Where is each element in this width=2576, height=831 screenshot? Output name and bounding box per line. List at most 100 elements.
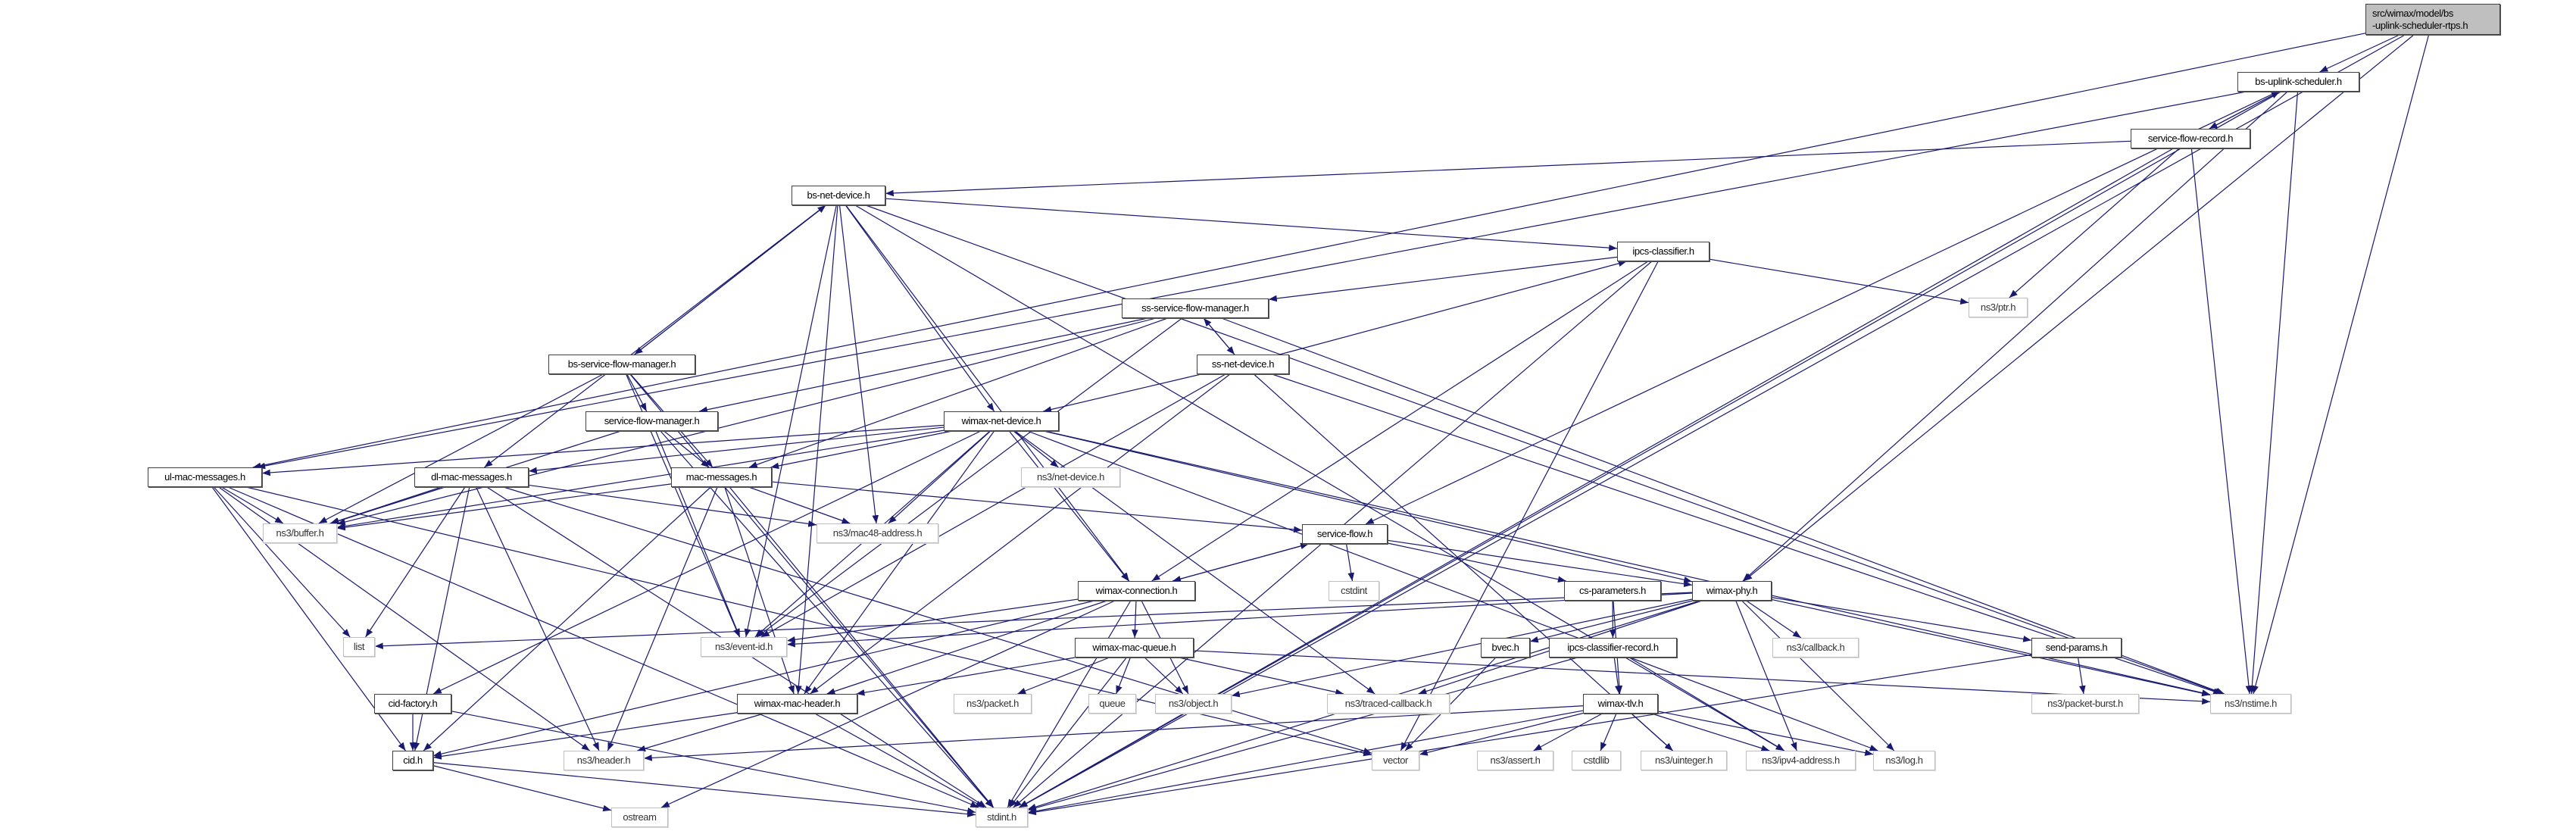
node-ns3-event-id[interactable]: ns3/event-id.h xyxy=(701,637,787,657)
node-ns3-mac48-address[interactable]: ns3/mac48-address.h xyxy=(817,523,938,543)
edge-service-flow-to-cstdint xyxy=(1345,543,1354,582)
edge-wimax-connection-to-wimax-mac-header xyxy=(826,600,1107,695)
edge-cid-factory-to-stdint xyxy=(451,711,976,814)
edge-bs-net-device-to-ns3-mac48-address xyxy=(838,205,879,524)
node-cstdlib[interactable]: cstdlib xyxy=(1572,751,1621,770)
node-bvec[interactable]: bvec.h xyxy=(1481,638,1530,658)
edge-wimax-tlv-to-ns3-header xyxy=(643,705,1584,761)
node-mac-messages[interactable]: mac-messages.h xyxy=(671,467,772,487)
node-ns3-traced-callback[interactable]: ns3/traced-callback.h xyxy=(1327,694,1450,714)
edge-service-flow-to-wimax-phy xyxy=(1387,539,1693,588)
node-wimax-mac-queue[interactable]: wimax-mac-queue.h xyxy=(1075,638,1194,658)
node-ss-service-flow-manager[interactable]: ss-service-flow-manager.h xyxy=(1122,298,1269,318)
edge-ss-service-flow-manager-to-service-flow-manager xyxy=(698,317,1148,414)
edge-mac-messages-to-cid xyxy=(423,486,711,751)
node-queue[interactable]: queue xyxy=(1088,694,1136,714)
edge-bs-net-device-to-ns3-nstime xyxy=(865,205,2224,695)
edge-wimax-phy-to-ns3-object xyxy=(1231,598,1693,698)
node-ns3-packet-burst[interactable]: ns3/packet-burst.h xyxy=(2031,694,2139,714)
edge-wimax-tlv-to-ns3-uinteger xyxy=(1631,713,1673,751)
node-ipcs-classifier[interactable]: ipcs-classifier.h xyxy=(1617,242,1710,261)
node-bs-uplink-scheduler[interactable]: bs-uplink-scheduler.h xyxy=(2237,72,2359,92)
edge-cid-to-stdint xyxy=(432,762,976,817)
edge-wimax-connection-to-stdint xyxy=(1007,600,1132,808)
edge-dl-mac-messages-to-ns3-header xyxy=(476,486,600,751)
edge-wimax-phy-to-send-params xyxy=(1771,597,2032,642)
node-ns3-header[interactable]: ns3/header.h xyxy=(564,751,644,770)
edge-wimax-phy-to-list xyxy=(374,592,1693,650)
edge-bs-service-flow-manager-to-stdint xyxy=(629,373,994,808)
node-ns3-nstime[interactable]: ns3/nstime.h xyxy=(2210,694,2291,714)
node-bs-service-flow-manager[interactable]: bs-service-flow-manager.h xyxy=(548,355,695,374)
node-service-flow[interactable]: service-flow.h xyxy=(1302,524,1388,544)
edge-wimax-mac-queue-to-ns3-traced-callback xyxy=(1179,657,1344,695)
node-list[interactable]: list xyxy=(343,637,375,657)
edge-ul-mac-messages-to-cid xyxy=(211,486,406,751)
edge-ss-net-device-to-wimax-mac-header xyxy=(810,373,1231,695)
node-ipcs-classifier-record[interactable]: ipcs-classifier-record.h xyxy=(1549,638,1677,658)
edge-ss-service-flow-manager-to-ns3-buffer xyxy=(336,317,1157,526)
edge-wimax-tlv-to-ns3-ipv4-address xyxy=(1651,713,1770,751)
edge-bs-service-flow-manager-to-service-flow-manager xyxy=(626,373,648,412)
node-ns3-ipv4-address[interactable]: ns3/ipv4-address.h xyxy=(1746,751,1856,770)
node-ns3-ptr[interactable]: ns3/ptr.h xyxy=(1969,298,2028,317)
edge-wimax-connection-to-wimax-mac-queue xyxy=(1132,600,1138,639)
node-wimax-net-device[interactable]: wimax-net-device.h xyxy=(944,411,1059,431)
node-dl-mac-messages[interactable]: dl-mac-messages.h xyxy=(414,467,529,487)
edge-ul-mac-messages-to-list xyxy=(213,486,351,638)
edge-ul-mac-messages-to-stdint xyxy=(227,486,979,808)
node-wimax-phy[interactable]: wimax-phy.h xyxy=(1692,581,1772,601)
edge-wimax-mac-queue-to-ns3-nstime xyxy=(1193,650,2211,705)
node-stdint[interactable]: stdint.h xyxy=(976,808,1028,827)
node-ns3-assert[interactable]: ns3/assert.h xyxy=(1477,751,1553,770)
edge-wimax-tlv-to-ns3-log xyxy=(1657,711,1874,756)
node-bs-net-device[interactable]: bs-net-device.h xyxy=(792,186,885,205)
node-ns3-packet[interactable]: ns3/packet.h xyxy=(954,694,1032,714)
node-ns3-net-device[interactable]: ns3/net-device.h xyxy=(1021,467,1120,487)
edge-mac-messages-to-ns3-buffer xyxy=(336,483,672,531)
node-send-params[interactable]: send-params.h xyxy=(2031,638,2122,658)
edge-bs-net-device-to-ns3-ipv4-address xyxy=(854,205,1784,751)
edge-wimax-mac-queue-to-ns3-object xyxy=(1144,657,1184,695)
edge-wimax-connection-to-cid xyxy=(432,600,1095,758)
edge-wimax-net-device-to-ns3-mac48-address xyxy=(888,430,991,524)
node-ns3-log[interactable]: ns3/log.h xyxy=(1873,751,1935,770)
edge-wimax-phy-to-ns3-event-id xyxy=(786,592,1693,648)
edge-bs-service-flow-manager-to-ns3-buffer xyxy=(318,373,604,524)
edge-ul-mac-messages-to-ns3-buffer xyxy=(221,486,284,524)
node-ss-net-device[interactable]: ss-net-device.h xyxy=(1197,355,1289,374)
edge-ipcs-classifier-record-to-wimax-tlv xyxy=(1613,657,1622,695)
edge-dl-mac-messages-to-list xyxy=(365,486,466,638)
node-cstdint[interactable]: cstdint xyxy=(1329,581,1379,601)
node-wimax-connection[interactable]: wimax-connection.h xyxy=(1078,581,1195,601)
node-ul-mac-messages[interactable]: ul-mac-messages.h xyxy=(148,467,262,487)
node-ostream[interactable]: ostream xyxy=(611,808,668,827)
node-wimax-tlv[interactable]: wimax-tlv.h xyxy=(1583,694,1658,714)
edge-ipcs-classifier-record-to-stdint xyxy=(1027,657,1578,811)
node-ns3-callback[interactable]: ns3/callback.h xyxy=(1772,638,1859,658)
node-service-flow-manager[interactable]: service-flow-manager.h xyxy=(585,411,718,431)
edge-ipcs-classifier-to-wimax-connection xyxy=(1151,261,1649,582)
node-cid-factory[interactable]: cid-factory.h xyxy=(374,694,451,714)
node-ns3-buffer[interactable]: ns3/buffer.h xyxy=(263,523,337,543)
node-service-flow-record[interactable]: service-flow-record.h xyxy=(2131,129,2250,148)
edge-service-flow-record-to-ns3-ptr xyxy=(2009,148,2180,298)
edge-ss-net-device-to-ns3-uinteger xyxy=(1254,373,1673,751)
edge-bs-net-device-to-wimax-connection xyxy=(845,205,1130,582)
node-cid[interactable]: cid.h xyxy=(392,751,433,770)
edge-bs-uplink-scheduler-to-stdint xyxy=(1019,91,2281,808)
edge-wimax-net-device-to-ns3-nstime xyxy=(1044,430,2211,696)
edge-bs-uplink-scheduler-to-service-flow xyxy=(1365,91,2278,525)
node-vector[interactable]: vector xyxy=(1372,751,1419,770)
edge-wimax-net-device-to-mac-messages xyxy=(770,430,953,470)
edge-wimax-net-device-to-wimax-connection xyxy=(1008,430,1129,582)
edge-root-to-wimax-phy xyxy=(1744,34,2415,582)
node-cs-parameters[interactable]: cs-parameters.h xyxy=(1564,581,1661,601)
edge-ss-net-device-to-ns3-event-id xyxy=(760,373,1226,638)
node-wimax-mac-header[interactable]: wimax-mac-header.h xyxy=(737,694,857,714)
edge-ipcs-classifier-record-to-ns3-ipv4-address xyxy=(1628,657,1785,751)
node-root[interactable]: src/wimax/model/bs -uplink-scheduler-rtp… xyxy=(2365,4,2500,35)
edge-wimax-tlv-to-ns3-assert xyxy=(1533,713,1603,751)
node-ns3-uinteger[interactable]: ns3/uinteger.h xyxy=(1641,751,1727,770)
node-ns3-object[interactable]: ns3/object.h xyxy=(1155,694,1232,714)
